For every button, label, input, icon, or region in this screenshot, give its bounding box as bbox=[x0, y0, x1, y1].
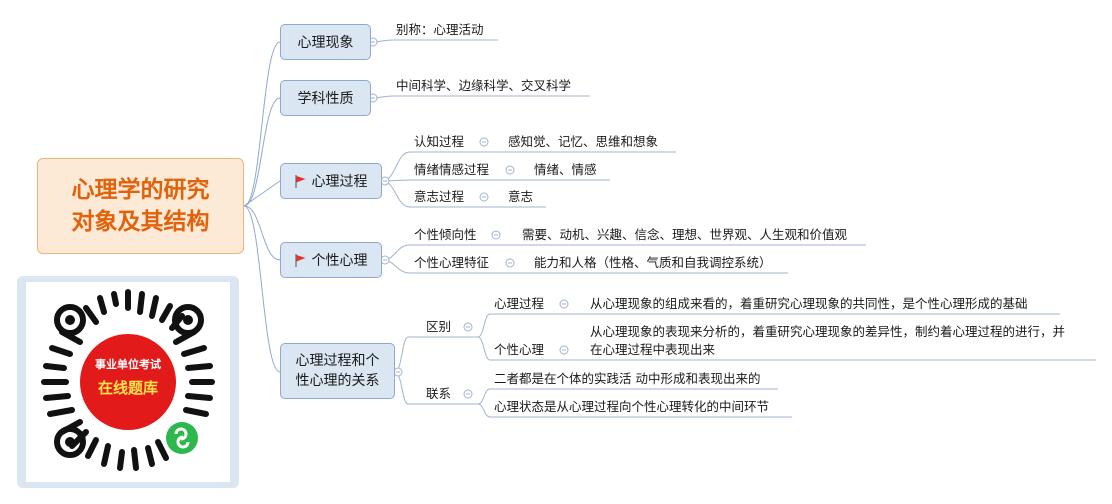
node-label: 学科性质 bbox=[297, 91, 354, 107]
cognitive-process-label[interactable]: 认知过程 bbox=[414, 134, 465, 149]
will-process-detail: 意志 bbox=[508, 189, 534, 204]
emotion-process-label[interactable]: 情绪情感过程 bbox=[414, 162, 490, 177]
difference-personality-detail-2: 在心理过程中表现出来 bbox=[590, 342, 716, 357]
node-relation[interactable]: 心理过程和个 性心理的关系 bbox=[280, 343, 395, 399]
personality-tendency-label[interactable]: 个性倾向性 bbox=[414, 227, 477, 242]
difference-process-label[interactable]: 心理过程 bbox=[494, 296, 545, 311]
qr-caption-1: 事业单位考试 bbox=[95, 358, 161, 371]
miniprogram-code-icon bbox=[41, 289, 215, 471]
connection-item-2: 心理状态是从心理过程向个性心理转化的中间环节 bbox=[494, 399, 770, 414]
difference-process-detail: 从心理现象的组成来看的，着重研究心理现象的共同性，是个性心理形成的基础 bbox=[590, 296, 1028, 311]
qr-code[interactable]: 事业单位考试 在线题库 bbox=[26, 282, 230, 482]
node-label: 心理现象 bbox=[297, 35, 354, 51]
node-label: 心理过程和个 性心理的关系 bbox=[295, 353, 380, 389]
emotion-process-detail: 情绪、情感 bbox=[534, 162, 597, 177]
flag-icon bbox=[294, 174, 305, 188]
node-psychological-phenomenon[interactable]: 心理现象 bbox=[280, 24, 371, 60]
discipline-text: 中间科学、边缘科学、交叉科学 bbox=[396, 78, 572, 93]
node-psychological-process[interactable]: 心理过程 bbox=[280, 163, 382, 199]
flag-icon bbox=[294, 253, 305, 267]
alias-text: 别称：心理活动 bbox=[396, 22, 484, 37]
qr-caption-2: 在线题库 bbox=[97, 379, 158, 397]
connection-label[interactable]: 联系 bbox=[426, 386, 452, 401]
personality-feature-label[interactable]: 个性心理特征 bbox=[414, 255, 490, 270]
will-process-label[interactable]: 意志过程 bbox=[414, 189, 465, 204]
cognitive-process-detail: 感知觉、记忆、思维和想象 bbox=[508, 134, 659, 149]
connection-item-1: 二者都是在个体的实践活 动中形成和表现出来的 bbox=[494, 371, 761, 386]
node-label: 个性心理 bbox=[311, 253, 368, 269]
node-label: 心理过程 bbox=[311, 174, 368, 190]
personality-tendency-detail: 需要、动机、兴趣、信念、理想、世界观、人生观和价值观 bbox=[522, 227, 848, 242]
difference-personality-detail-1: 从心理现象的表现来分析的，着重研究心理现象的差异性，制约着心理过程的进行，并 bbox=[590, 324, 1066, 339]
node-discipline-nature[interactable]: 学科性质 bbox=[280, 80, 371, 116]
difference-personality-label[interactable]: 个性心理 bbox=[494, 342, 545, 357]
difference-label[interactable]: 区别 bbox=[426, 319, 452, 334]
personality-feature-detail: 能力和人格（性格、气质和自我调控系统） bbox=[534, 255, 772, 270]
root-topic[interactable]: 心理学的研究 对象及其结构 bbox=[37, 158, 244, 254]
node-personality[interactable]: 个性心理 bbox=[280, 242, 382, 278]
